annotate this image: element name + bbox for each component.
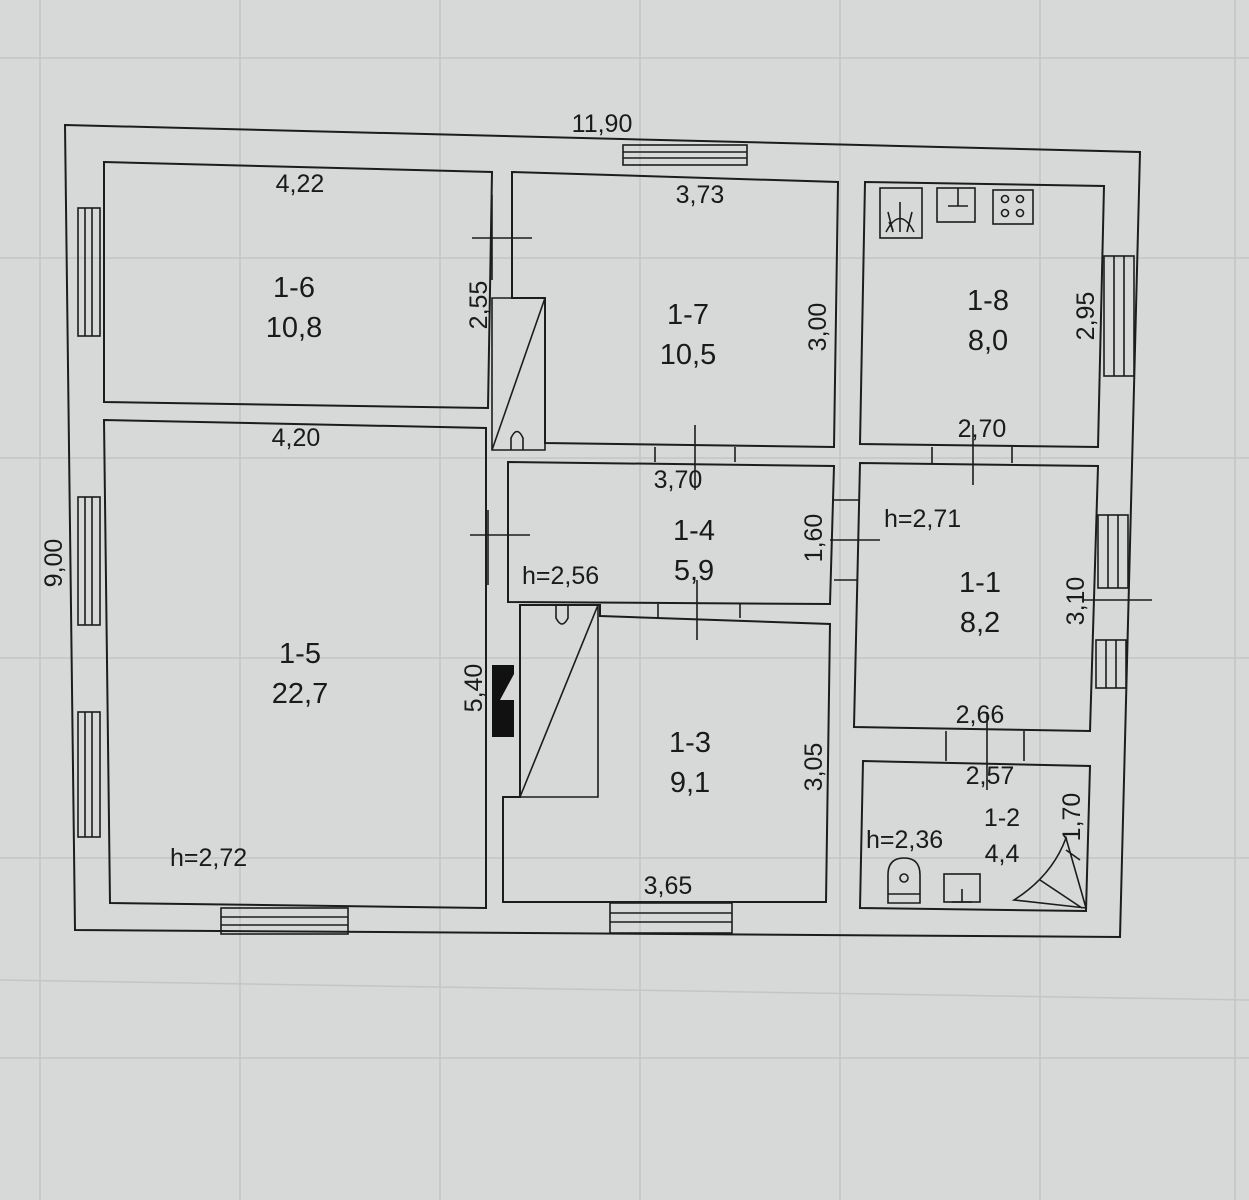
room-1-8-outline xyxy=(858,180,1106,449)
room-1-3-area: 9,1 xyxy=(670,767,710,799)
dim-1-2-height: 1,70 xyxy=(1058,793,1086,842)
stove-upper xyxy=(491,297,546,451)
door-markers xyxy=(470,195,1152,790)
room-1-4-area: 5,9 xyxy=(674,555,714,587)
stove-burners-icon xyxy=(992,189,1034,225)
ceiling-1-1: h=2,71 xyxy=(884,505,961,533)
outer-wall xyxy=(63,123,1142,939)
room-1-2-outline xyxy=(858,759,1092,913)
window-bottom-2 xyxy=(609,902,733,934)
dim-1-5-width: 4,20 xyxy=(272,424,321,452)
sink-icon xyxy=(879,187,923,239)
dim-1-1-width: 2,66 xyxy=(956,701,1005,729)
dim-1-1-height: 3,10 xyxy=(1062,577,1090,626)
room-1-3-id: 1-3 xyxy=(669,727,711,759)
window-top xyxy=(622,144,748,166)
bathroom-fixtures xyxy=(887,835,1088,909)
chimney-block xyxy=(492,665,514,737)
toilet-icon xyxy=(887,857,921,904)
dim-1-3-height: 3,05 xyxy=(800,743,828,792)
stove-lower xyxy=(519,604,599,798)
windows xyxy=(77,144,1135,935)
chimney-notch xyxy=(500,674,514,700)
window-right-1 xyxy=(1103,255,1135,377)
room-1-7-area: 10,5 xyxy=(660,339,716,371)
room-1-6-id: 1-6 xyxy=(273,272,315,304)
room-1-5-id: 1-5 xyxy=(279,638,321,670)
window-left-1 xyxy=(77,207,101,337)
room-1-6-outline xyxy=(103,160,494,410)
window-right-2 xyxy=(1097,514,1129,589)
room-1-1-outline xyxy=(852,461,1100,733)
room-1-2-area: 4,4 xyxy=(985,840,1020,868)
room-1-1-id: 1-1 xyxy=(959,567,1001,599)
room-1-2-id: 1-2 xyxy=(984,804,1020,832)
dim-1-7-height: 3,00 xyxy=(804,303,832,352)
stove-lower-arch xyxy=(555,605,569,625)
room-1-5-area: 22,7 xyxy=(272,678,328,710)
dim-1-6-width: 4,22 xyxy=(276,170,325,198)
dim-1-3-width: 3,65 xyxy=(644,872,693,900)
ceiling-1-2: h=2,36 xyxy=(866,826,943,854)
room-1-6-area: 10,8 xyxy=(266,312,322,344)
ceiling-1-5: h=2,72 xyxy=(170,844,247,872)
room-1-8-area: 8,0 xyxy=(968,325,1008,357)
cabinet-icon xyxy=(936,187,976,223)
window-bottom-1 xyxy=(220,907,349,935)
ceiling-1-4: h=2,56 xyxy=(522,562,599,590)
room-1-1-area: 8,2 xyxy=(960,607,1000,639)
dim-1-5-height: 5,40 xyxy=(460,664,488,713)
dim-1-4-width: 3,70 xyxy=(654,466,703,494)
shower-icon xyxy=(1011,835,1088,909)
window-left-2 xyxy=(77,496,101,626)
kitchen-fixtures xyxy=(879,187,1034,239)
room-1-7-id: 1-7 xyxy=(667,299,709,331)
dim-overall-width: 11,90 xyxy=(572,110,633,138)
window-left-3 xyxy=(77,711,101,838)
dim-1-8-height: 2,95 xyxy=(1072,292,1100,341)
dim-1-6-height: 2,55 xyxy=(465,281,493,330)
dim-1-7-width: 3,73 xyxy=(676,181,725,209)
room-1-5-outline xyxy=(102,418,487,910)
dim-1-8-width: 2,70 xyxy=(958,415,1007,443)
dim-1-2-width: 2,57 xyxy=(966,762,1015,790)
stove-upper-arch xyxy=(510,430,524,450)
room-1-8-id: 1-8 xyxy=(967,285,1009,317)
room-1-4-id: 1-4 xyxy=(673,515,715,547)
dim-overall-height: 9,00 xyxy=(40,539,68,588)
window-right-3 xyxy=(1095,639,1127,689)
dim-1-4-height: 1,60 xyxy=(800,514,828,563)
